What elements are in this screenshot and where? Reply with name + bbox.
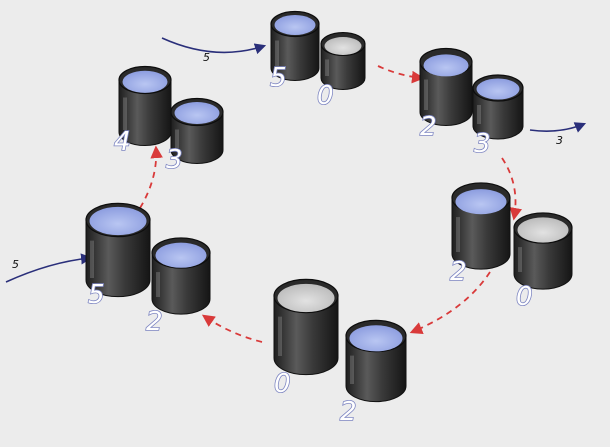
state-labels: 5 0 2 3 2 0 0 2 5 2 4 3: [87, 62, 533, 428]
state-3-cup-b: [513, 212, 573, 290]
transition-arrow-4: [201, 314, 263, 343]
state-1-cup-b-empty-inside: [324, 37, 362, 55]
state-1-cup-a-water: [274, 15, 316, 35]
fill-left-label: 5: [12, 258, 19, 271]
state-3-cup-a: [451, 182, 511, 270]
state-2-cup-a: [419, 47, 473, 127]
state-4-cup-a-empty-inside: [277, 283, 335, 313]
state-2-cup-b-body: [472, 87, 524, 140]
pour-out-right-label: 3: [556, 134, 563, 147]
transition-arrow-1: [377, 65, 425, 84]
state-6-b-label: 3: [166, 145, 183, 175]
state-4-cup-a-body: [273, 295, 339, 376]
state-1-cup-a-body: [270, 23, 320, 81]
state-3-cup-b-body: [513, 227, 573, 290]
state-6-cup-b-body: [170, 111, 224, 165]
state-5-b-label: 2: [146, 307, 163, 337]
cup-states: [85, 10, 573, 403]
state-2-a-label: 2: [420, 112, 437, 142]
fill-top-label: 5: [203, 51, 210, 64]
transition-arrow-2: [501, 157, 522, 221]
state-4-cup-b: [345, 319, 407, 403]
state-6-cup-b: [170, 97, 224, 165]
state-4-cup-b-water: [349, 325, 403, 352]
state-2-cup-b-water: [476, 78, 520, 100]
state-5-cup-a-water: [89, 206, 147, 236]
transition-arrows: [139, 65, 522, 343]
state-6-cup-a-water: [122, 70, 168, 93]
state-3-b-label: 0: [516, 282, 533, 312]
fill-top-arrow: [161, 37, 267, 55]
state-5-cup-b-water: [155, 242, 207, 268]
state-6-a-label: 4: [114, 127, 131, 157]
state-3-cup-a-water: [455, 189, 507, 215]
state-1-a-label: 5: [270, 63, 287, 93]
state-3-cup-a-body: [451, 197, 511, 270]
state-2-b-label: 3: [474, 129, 491, 159]
state-4-a-label: 0: [274, 369, 291, 399]
state-2-cup-a-water: [423, 54, 469, 77]
state-4-b-label: 2: [340, 397, 357, 427]
state-1-cup-a: [270, 10, 320, 81]
state-5-a-label: 5: [88, 280, 105, 310]
state-5-cup-b-body: [151, 252, 211, 315]
state-5-cup-a-body: [85, 219, 151, 298]
state-4-cup-b-body: [345, 335, 407, 403]
state-5-cup-a: [85, 202, 151, 298]
pour-out-right-arrow: [529, 122, 587, 133]
transition-arrow-3: [409, 271, 491, 334]
fill-left-arrow: [5, 253, 93, 283]
state-2-cup-a-body: [419, 61, 473, 127]
state-5-cup-b: [151, 237, 211, 315]
state-6-cup-b-water: [174, 101, 220, 125]
state-3-a-label: 2: [450, 257, 467, 287]
state-1-b-label: 0: [317, 81, 334, 111]
state-1-cup-b: [320, 31, 366, 90]
transition-arrow-5: [139, 145, 163, 209]
flow-arrows: 5 3 5: [5, 37, 587, 283]
state-6-cup-a: [118, 65, 172, 147]
state-2-cup-b: [472, 74, 524, 140]
state-1-cup-b-body: [320, 43, 366, 90]
state-4-cup-a: [273, 278, 339, 376]
state-3-cup-b-empty-inside: [517, 217, 569, 243]
